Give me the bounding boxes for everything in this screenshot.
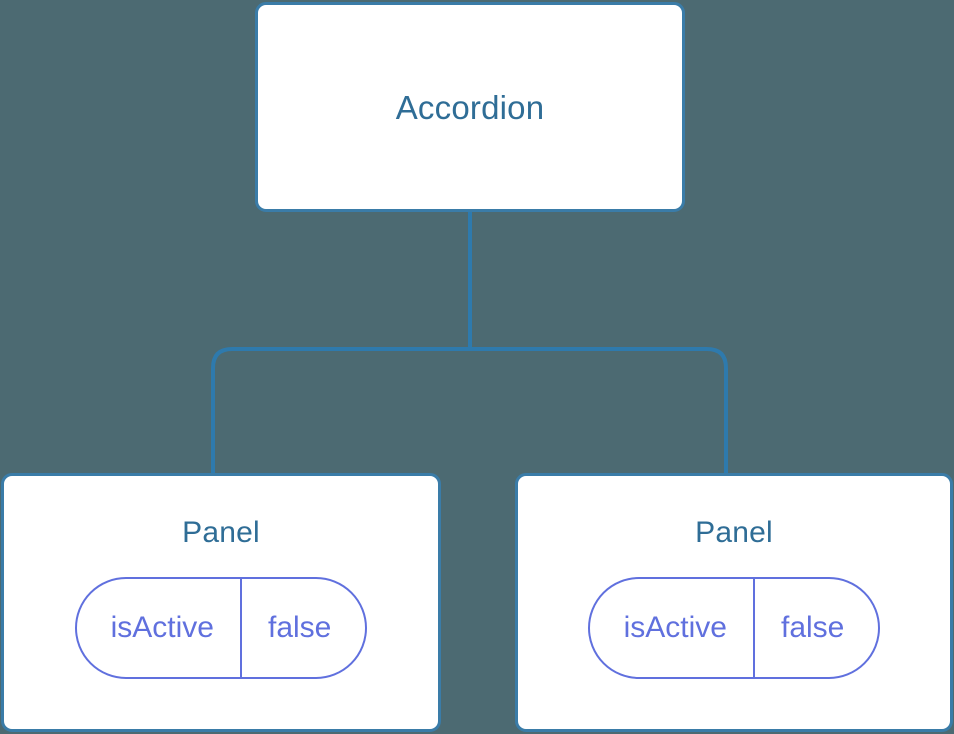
node-panel-0-state-badge[interactable]: isActive false [74, 577, 368, 679]
connector-branch-left [211, 347, 470, 476]
node-panel-1-state-key: isActive [623, 611, 727, 644]
node-accordion-title: Accordion [395, 88, 545, 126]
node-panel-1-state-badge[interactable]: isActive false [587, 577, 881, 679]
node-panel-1-state-value: false [752, 579, 878, 677]
node-panel-0[interactable]: Panel isActive false [1, 473, 441, 732]
node-panel-0-state-value: false [239, 579, 365, 677]
connector-branch-right [470, 347, 728, 476]
node-panel-1[interactable]: Panel isActive false [515, 473, 953, 732]
node-accordion[interactable]: Accordion [255, 2, 685, 212]
node-panel-0-state-key: isActive [110, 611, 214, 644]
node-panel-0-title: Panel [182, 516, 260, 549]
node-panel-1-title: Panel [695, 516, 773, 549]
